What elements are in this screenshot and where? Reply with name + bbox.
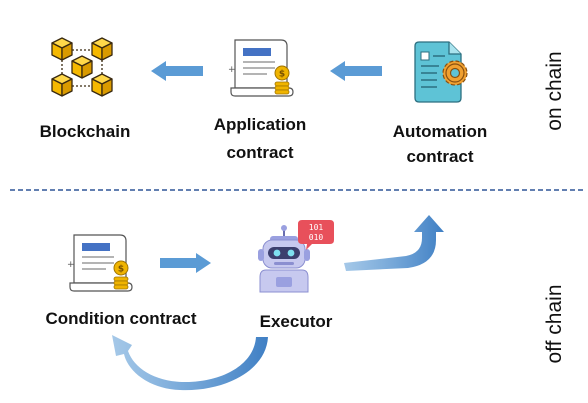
automation-contract-label-line2: contract xyxy=(406,147,473,166)
arrow-automation-to-application xyxy=(330,61,382,81)
svg-text:+: + xyxy=(67,260,75,270)
binary-badge-line1: 101 xyxy=(309,223,324,232)
application-contract-icon: + $ xyxy=(228,39,294,97)
on-chain-label: on chain xyxy=(543,51,566,130)
executor-label: Executor xyxy=(260,312,333,331)
arrow-condition-to-executor xyxy=(160,253,211,273)
blockchain-label: Blockchain xyxy=(40,122,131,141)
automation-contract-label-line1: Automation xyxy=(393,122,487,141)
arrow-executor-to-automation xyxy=(344,215,444,271)
robot-icon xyxy=(258,225,310,293)
svg-text:$: $ xyxy=(118,265,124,275)
binary-badge-icon: 101 010 xyxy=(298,220,334,250)
svg-text:+: + xyxy=(228,65,236,75)
blockchain-cubes-icon xyxy=(51,37,113,97)
application-contract-label-line2: contract xyxy=(226,143,293,162)
off-chain-label: off chain xyxy=(543,284,566,363)
arrow-application-to-blockchain xyxy=(151,61,203,81)
condition-contract-icon: + $ xyxy=(67,234,133,292)
arrow-executor-to-condition xyxy=(112,335,268,391)
automation-contract-icon xyxy=(414,41,468,103)
condition-contract-label: Condition contract xyxy=(45,309,196,328)
svg-text:$: $ xyxy=(279,70,285,80)
binary-badge-line2: 010 xyxy=(309,233,324,242)
application-contract-label-line1: Application xyxy=(214,115,307,134)
